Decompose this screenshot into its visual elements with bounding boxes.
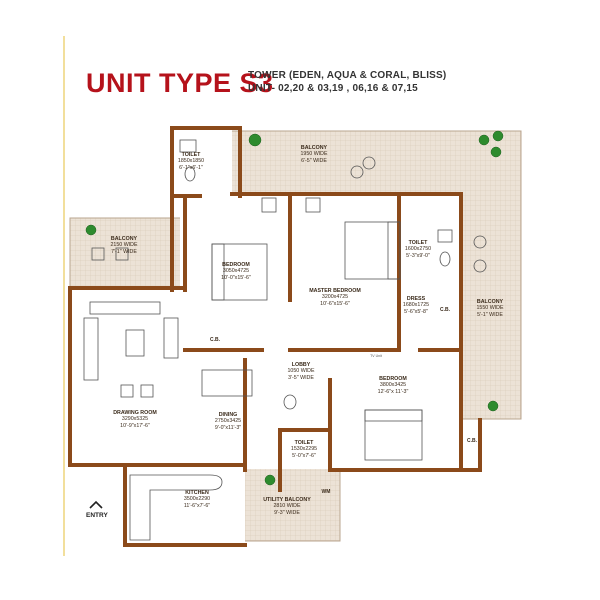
- entry-arrow-icon: [89, 500, 103, 509]
- coffee-table: [125, 329, 145, 357]
- sofa-top: [89, 301, 161, 315]
- plant-icon: [492, 130, 504, 142]
- tower-subtitle: TOWER (EDEN, AQUA & CORAL, BLISS): [248, 70, 447, 81]
- balcony-top-railing: [232, 130, 522, 420]
- accent-vertical-line: [63, 36, 65, 556]
- cb-marker-dress: C.B.: [440, 307, 450, 313]
- wall-toilet-top: [170, 126, 242, 198]
- bed-master: [344, 221, 401, 280]
- bed-bedroom2: [364, 409, 423, 461]
- plant-icon: [85, 224, 97, 236]
- page-title: UNIT TYPE S3: [86, 68, 274, 98]
- sofa-right: [163, 317, 179, 359]
- plant-icon: [478, 134, 490, 146]
- cb-marker-bedroom2: C.B.: [467, 438, 477, 444]
- utility-railing: [245, 469, 341, 542]
- balcony-top-area: [232, 131, 465, 194]
- entry-label: ENTRY: [86, 512, 108, 519]
- tv-unit-marker: TV Unit: [370, 354, 382, 358]
- plant-icon: [264, 474, 276, 486]
- plant-icon: [248, 133, 262, 147]
- plant-icon: [490, 146, 502, 158]
- kitchen-counter: [129, 474, 223, 541]
- utility-balcony-area: [245, 469, 340, 541]
- balcony-right-area: [461, 131, 521, 419]
- unit-subtitle: UNIT- 02,20 & 03,19 , 06,16 & 07,15: [248, 83, 418, 94]
- wm-marker: WM: [321, 489, 331, 495]
- balcony-left-railing: [69, 217, 180, 288]
- plant-icon: [487, 400, 499, 412]
- dining-table: [201, 369, 253, 397]
- sofa-left: [83, 317, 99, 381]
- cb-marker-bedroom1: C.B.: [210, 337, 220, 343]
